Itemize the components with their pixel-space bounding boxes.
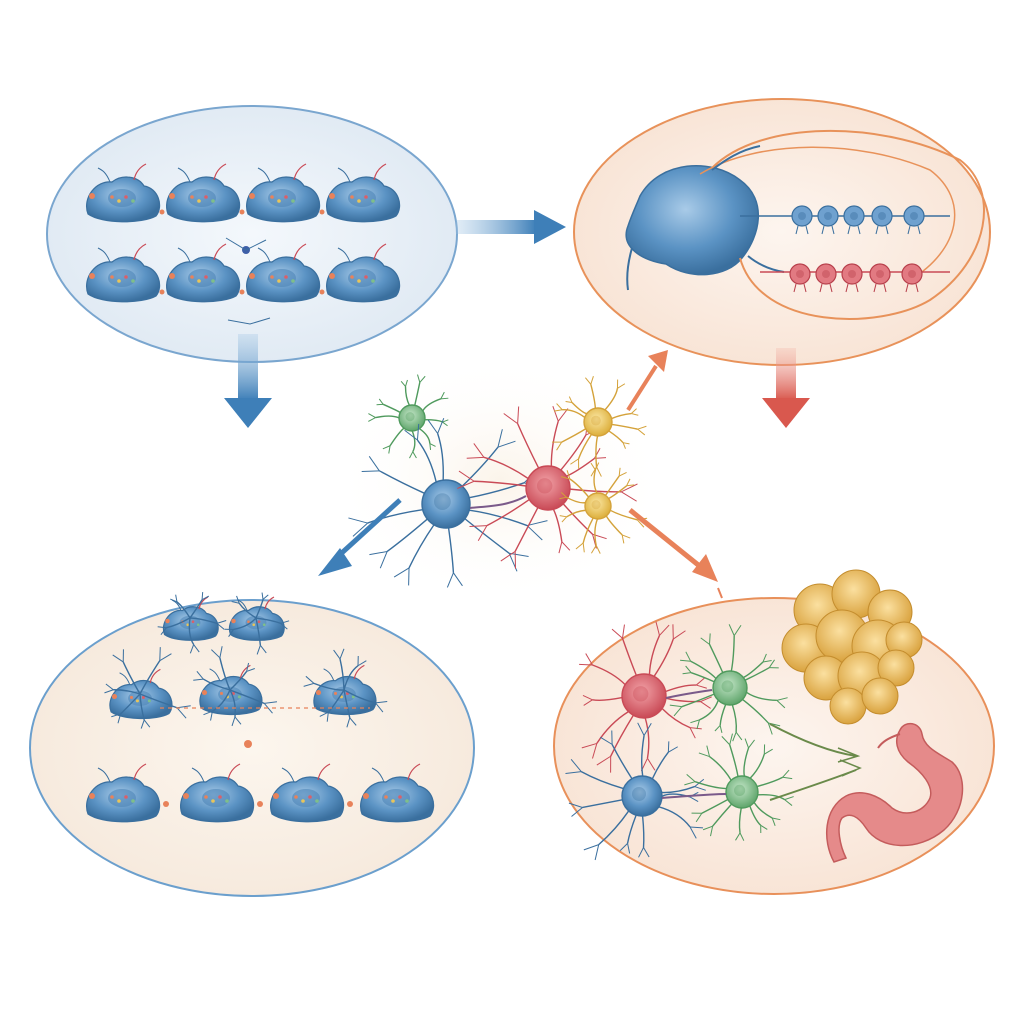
- bl-dendrites-mid-1: [104, 647, 191, 729]
- panel-bottom-right: [553, 569, 995, 895]
- tr-red-cell-3: [841, 263, 863, 293]
- center-neuron-yellow-top: [552, 376, 647, 477]
- fat-lobule-10: [877, 649, 915, 687]
- tl-cell-r1-c2: [166, 163, 241, 223]
- br-neuron-red: [579, 621, 712, 773]
- arrow-center-to-bl: [318, 498, 402, 576]
- tr-red-cell-2: [815, 263, 837, 293]
- arrow-tl-to-tr: [456, 210, 566, 244]
- top-left-cell-rows: [86, 163, 401, 325]
- arrow-center-to-tr: [626, 350, 668, 412]
- panel-top-left: [46, 105, 458, 363]
- tr-blue-cell-1: [791, 205, 813, 235]
- bl-cell-bottom-2: [180, 763, 255, 823]
- bl-dendrites-top-1: [157, 592, 227, 654]
- bl-cell-bottom-1: [86, 763, 161, 823]
- fat-lobule-11: [829, 687, 867, 725]
- panel-top-right: [573, 98, 991, 366]
- top-right-cell-chains: [789, 205, 925, 293]
- tl-cell-r2-c3: [246, 243, 321, 303]
- fat-lobule-12: [861, 677, 899, 715]
- arrow-center-to-br: [628, 508, 723, 599]
- center-neuron-red: [457, 406, 638, 569]
- tr-blue-cell-2: [817, 205, 839, 235]
- bl-cell-mid-2: [199, 664, 263, 716]
- bl-cell-top-1: [162, 596, 219, 641]
- tr-red-cell-5: [901, 263, 923, 293]
- bl-dendrites-mid-2: [193, 646, 278, 727]
- tl-cell-r1-c4: [326, 163, 401, 223]
- tl-cell-r2-c4: [326, 243, 401, 303]
- center-neuron-yellow-bottom: [559, 462, 648, 554]
- stomach-organ: [825, 722, 964, 863]
- tr-blue-cell-3: [843, 205, 865, 235]
- bottom-left-cell-rows: [86, 592, 435, 823]
- arrow-tl-down: [224, 334, 272, 428]
- tl-cell-r2-c2: [166, 243, 241, 303]
- tl-cell-r1-c3: [246, 163, 321, 223]
- center-neuron-blue: [348, 418, 548, 588]
- tr-red-cell-4: [869, 263, 891, 293]
- nerve-fiber-1: [769, 723, 857, 757]
- tr-blue-cell-5: [903, 205, 925, 235]
- br-neuron-green-bottom: [684, 733, 794, 841]
- tr-red-cell-1: [789, 263, 811, 293]
- tl-cell-r1-c1: [86, 163, 161, 223]
- br-neuron-blue: [565, 722, 706, 861]
- bottom-right-neurons: [565, 621, 794, 861]
- center-synapse: [469, 495, 527, 509]
- panel-bottom-left: [29, 592, 475, 897]
- bl-cell-bottom-4: [360, 763, 435, 823]
- bl-dendrites-mid-3: [303, 648, 388, 728]
- tl-cell-r2-c1: [86, 243, 161, 303]
- tr-blue-cell-4: [871, 205, 893, 235]
- bl-dendrites-top-2: [224, 592, 290, 655]
- fat-tissue-cluster: [781, 569, 923, 725]
- center-neuron-network: [348, 374, 648, 588]
- arrow-tr-down: [762, 348, 810, 428]
- br-neuron-green-top: [669, 624, 788, 742]
- bl-cell-bottom-3: [270, 763, 345, 823]
